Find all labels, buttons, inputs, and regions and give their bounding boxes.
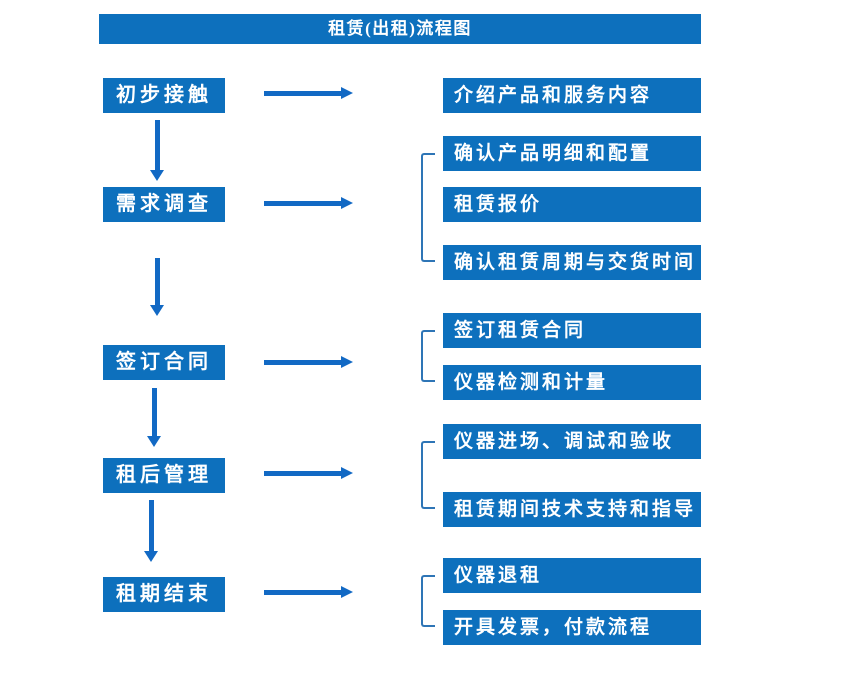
group-bracket <box>421 153 435 262</box>
detail-box-instrument-return: 仪器退租 <box>443 558 701 593</box>
right-arrow-icon <box>264 356 353 369</box>
stage-box-demand-survey: 需求调查 <box>103 187 225 222</box>
group-bracket <box>421 441 435 509</box>
right-arrow-icon <box>264 467 353 480</box>
detail-box-instrument-testing-metering: 仪器检测和计量 <box>443 365 701 400</box>
down-arrow-icon <box>144 500 159 562</box>
stage-box-rental-period-end: 租期结束 <box>103 577 225 612</box>
detail-box-introduce-product-services: 介绍产品和服务内容 <box>443 78 701 113</box>
right-arrow-icon <box>264 586 353 599</box>
detail-box-confirm-product-details: 确认产品明细和配置 <box>443 136 701 171</box>
flowchart-title: 租赁(出租)流程图 <box>99 14 701 44</box>
down-arrow-icon <box>150 120 165 181</box>
detail-box-confirm-rental-period-delivery: 确认租赁周期与交货时间 <box>443 245 701 280</box>
detail-box-sign-rental-contract: 签订租赁合同 <box>443 313 701 348</box>
down-arrow-icon <box>150 258 165 316</box>
detail-box-rental-quotation: 租赁报价 <box>443 187 701 222</box>
detail-box-invoice-payment: 开具发票，付款流程 <box>443 610 701 645</box>
group-bracket <box>421 330 435 382</box>
down-arrow-icon <box>147 388 162 447</box>
detail-box-rental-tech-support: 租赁期间技术支持和指导 <box>443 492 701 527</box>
stage-box-sign-contract: 签订合同 <box>103 345 225 380</box>
right-arrow-icon <box>264 87 353 100</box>
group-bracket <box>421 575 435 627</box>
stage-box-initial-contact: 初步接触 <box>103 78 225 113</box>
right-arrow-icon <box>264 197 353 210</box>
detail-box-instrument-arrival-commissioning: 仪器进场、调试和验收 <box>443 424 701 459</box>
stage-box-post-rental-management: 租后管理 <box>103 458 225 493</box>
